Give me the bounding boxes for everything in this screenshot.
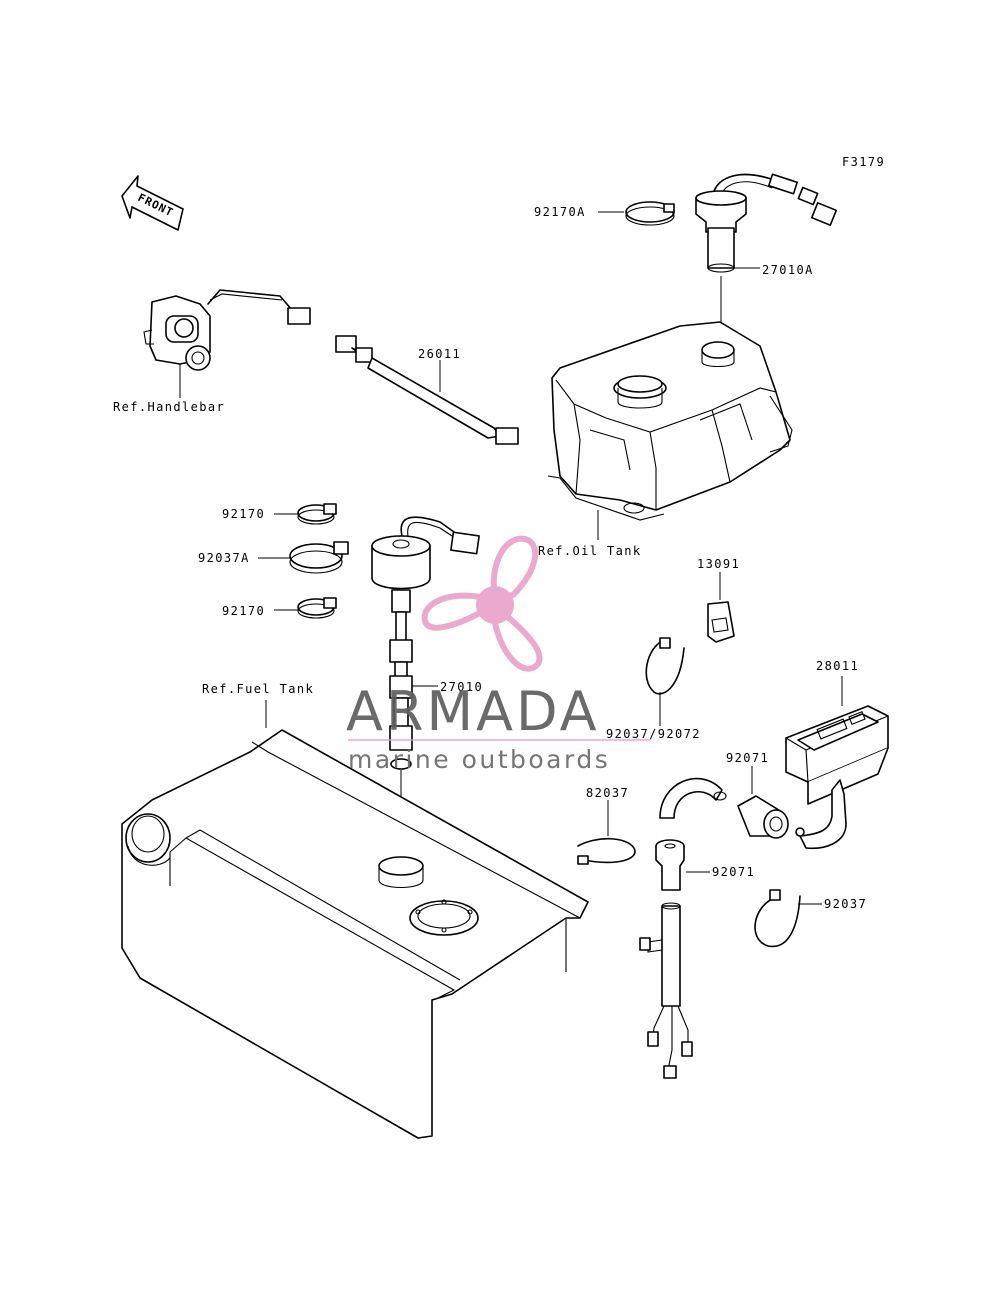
figure-code: F3179 [842, 155, 885, 169]
part-82037-strap: 82037 [577, 786, 636, 865]
part-27010A-oil-sensor: 27010A [695, 173, 838, 338]
front-arrow-icon: FRONT [121, 175, 184, 231]
watermark-brand: ARMADA [346, 680, 600, 743]
part-92071-grommet-top: 92071 [659, 751, 805, 839]
label-92170-top: 92170 [222, 507, 265, 521]
part-13091: 13091 [697, 557, 740, 643]
label-27010: 27010 [440, 680, 483, 694]
part-92071-grommet-bottom: 92071 [655, 839, 755, 891]
label-92071-top: 92071 [726, 751, 769, 765]
oil-tank: Ref.Oil Tank [538, 321, 793, 558]
fuel-gauge-sender [639, 902, 693, 1079]
label-92037-92072: 92037/92072 [606, 727, 701, 741]
label-13091: 13091 [697, 557, 740, 571]
watermark-tagline: marine outboards [348, 745, 610, 774]
label-92170-bottom: 92170 [222, 604, 265, 618]
label-ref-handlebar: Ref.Handlebar [113, 400, 225, 414]
part-92170-clamp-top: 92170 [222, 503, 337, 525]
part-27010-fuel-sensor: 27010 [371, 516, 483, 860]
handlebar-switch: Ref.Handlebar [113, 289, 311, 414]
part-26011-cable: 26011 [335, 335, 519, 445]
label-92071-bottom: 92071 [712, 865, 755, 879]
label-ref-oil-tank: Ref.Oil Tank [538, 544, 642, 558]
label-82037: 82037 [586, 786, 629, 800]
fuel-tank: Ref.Fuel Tank [121, 682, 589, 1139]
propeller-logo-icon [421, 535, 543, 672]
part-92170A-clamp: 92170A [534, 201, 675, 226]
label-92037: 92037 [824, 897, 867, 911]
part-92037-92072-strap: 92037/92072 [606, 637, 701, 741]
part-92170-clamp-bottom: 92170 [222, 597, 337, 619]
part-92037-strap: 92037 [754, 889, 867, 948]
label-28011: 28011 [816, 659, 859, 673]
label-27010A: 27010A [762, 263, 814, 277]
label-92170A: 92170A [534, 205, 586, 219]
part-92037A-clamp: 92037A [198, 541, 349, 574]
label-26011: 26011 [418, 347, 461, 361]
part-28011-gauge: 28011 [785, 659, 889, 850]
label-92037A: 92037A [198, 551, 250, 565]
label-ref-fuel-tank: Ref.Fuel Tank [202, 682, 314, 696]
